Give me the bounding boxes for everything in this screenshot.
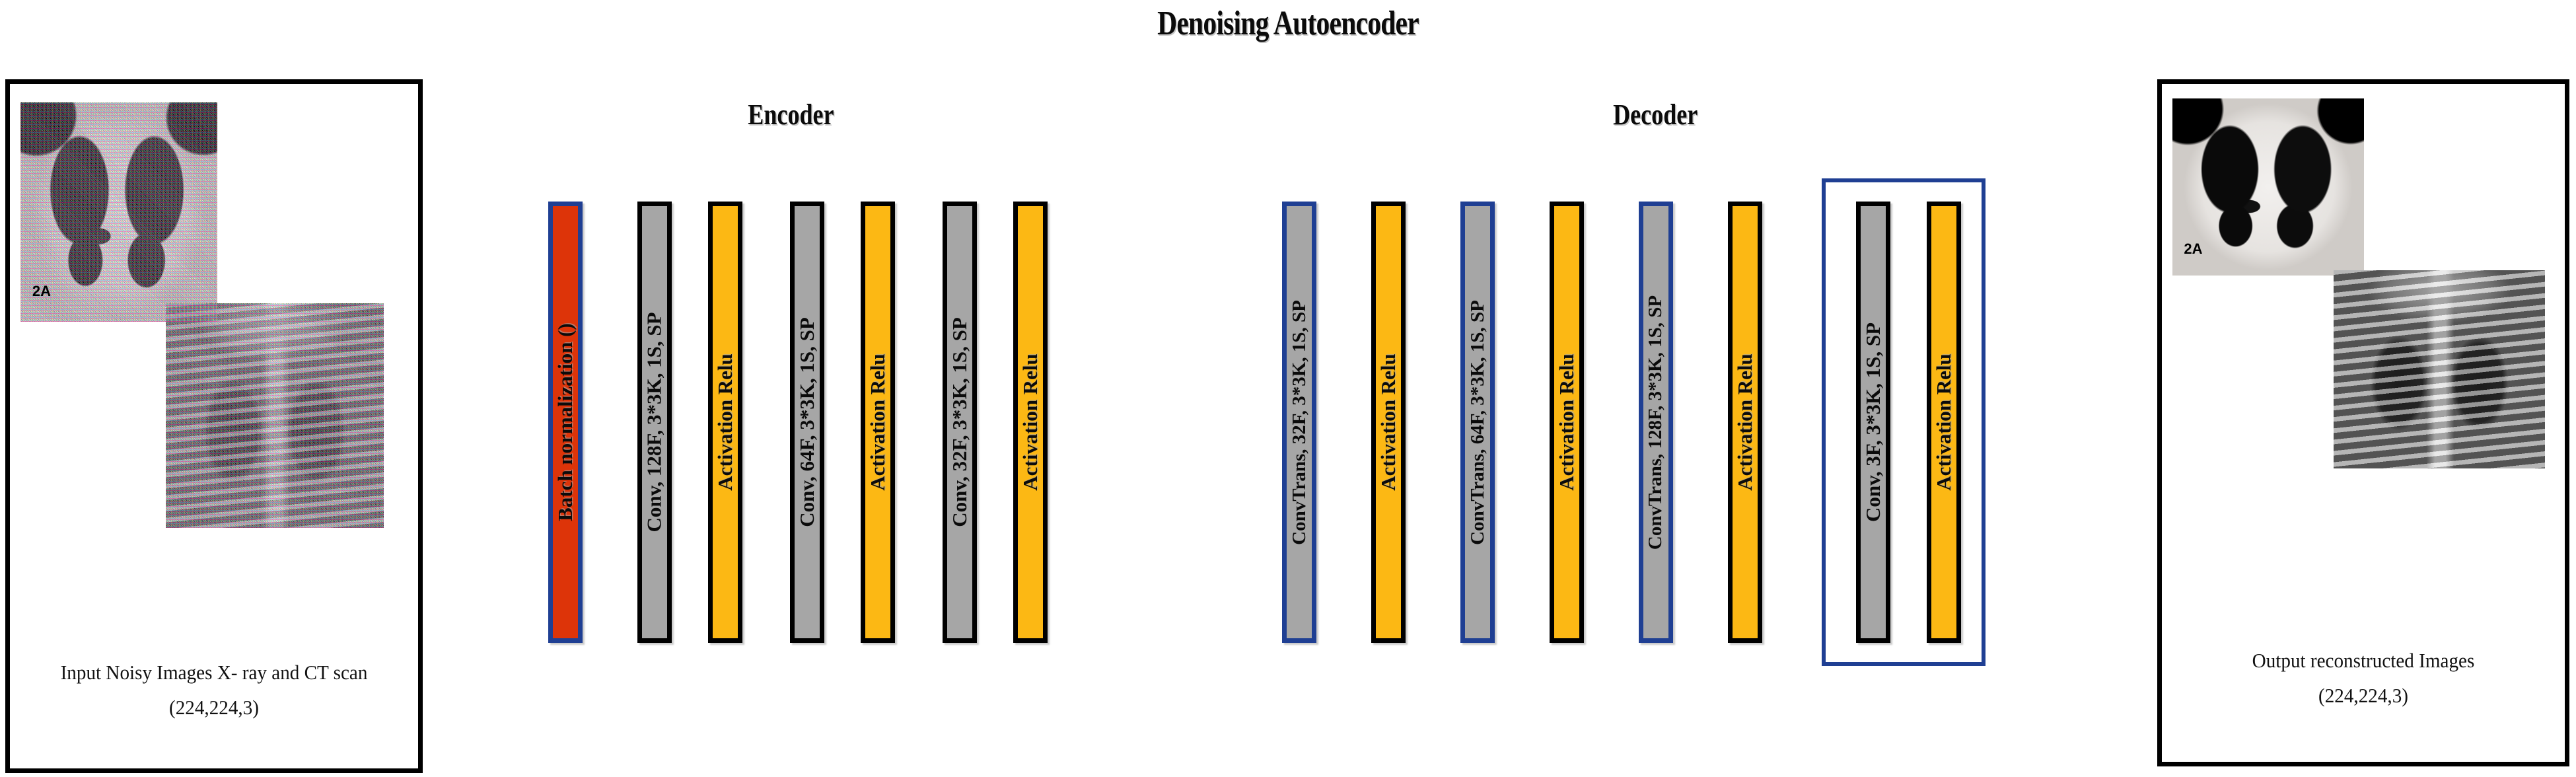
input-panel-caption: Input Noisy Images X- ray and CT scan (2… [22, 659, 406, 722]
layer-bar-convtrans-64f[interactable]: ConvTrans, 64F, 3*3K, 1S, SP [1460, 202, 1495, 643]
output-caption-line2: Images [2419, 649, 2475, 673]
output-dimensions: (224,224,3) [2318, 684, 2408, 708]
layer-bar-label-conv-64f: Conv, 64F, 3*3K, 1S, SP [795, 317, 819, 527]
layer-bar-label-convtrans-32f: ConvTrans, 32F, 3*3K, 1S, SP [1288, 299, 1310, 545]
layer-bar-label-activation-relu-4: Activation Relu [1377, 353, 1400, 491]
layer-bar-label-activation-relu-6: Activation Relu [1733, 353, 1757, 491]
layer-bar-label-activation-relu-3: Activation Relu [1019, 353, 1042, 491]
layer-bar-activation-relu-4[interactable]: Activation Relu [1371, 202, 1406, 643]
reconstructed-ct-scan-image: 2A [2172, 98, 2364, 276]
noisy-chest-xray-image [166, 303, 384, 528]
layer-bar-conv-32f[interactable]: Conv, 32F, 3*3K, 1S, SP [943, 202, 977, 643]
output-block-group-outline [1822, 178, 1986, 666]
layer-bar-label-conv-32f: Conv, 32F, 3*3K, 1S, SP [948, 317, 972, 527]
layer-bar-label-activation-relu-5: Activation Relu [1555, 353, 1579, 491]
noisy-ct-scan-image: 2A [20, 102, 217, 322]
layer-bar-activation-relu-6[interactable]: Activation Relu [1728, 202, 1762, 643]
layer-bar-convtrans-32f[interactable]: ConvTrans, 32F, 3*3K, 1S, SP [1282, 202, 1316, 643]
layer-bar-conv-64f[interactable]: Conv, 64F, 3*3K, 1S, SP [790, 202, 824, 643]
page-title: Denoising Autoencoder [1157, 5, 1419, 42]
output-caption-line1: Output reconstructed [2252, 649, 2414, 673]
layer-bar-label-conv-3f: Conv, 3F, 3*3K, 1S, SP [1861, 322, 1885, 523]
input-dimensions: (224,224,3) [169, 696, 259, 720]
layer-bar-label-activation-relu-1: Activation Relu [713, 353, 737, 491]
input-caption-line2: ray and CT scan [242, 661, 368, 684]
encoder-heading: Encoder [748, 98, 834, 131]
layer-bar-conv-128f[interactable]: Conv, 128F, 3*3K, 1S, SP [637, 202, 672, 643]
ct-scan-slice-label: 2A [32, 282, 51, 299]
output-panel: 2A Output reconstructed Images (224,224,… [2157, 79, 2569, 766]
layer-bar-activation-relu-1[interactable]: Activation Relu [708, 202, 742, 643]
ct-scan-slice-label-output: 2A [2184, 240, 2203, 258]
layer-bar-label-batch-normalization: Batch normalization () [554, 323, 577, 521]
layer-bar-activation-relu-7[interactable]: Activation Relu [1927, 202, 1961, 643]
layer-bar-label-conv-128f: Conv, 128F, 3*3K, 1S, SP [643, 312, 666, 533]
layer-bar-label-convtrans-64f: ConvTrans, 64F, 3*3K, 1S, SP [1466, 299, 1488, 545]
input-panel: 2A Input Noisy Images X- ray and CT scan… [5, 79, 423, 773]
input-caption-line1: Input Noisy Images X- [60, 661, 238, 684]
layer-bar-conv-3f[interactable]: Conv, 3F, 3*3K, 1S, SP [1856, 202, 1890, 643]
output-panel-caption: Output reconstructed Images (224,224,3) [2174, 647, 2552, 710]
layer-bar-label-convtrans-128f: ConvTrans, 128F, 3*3K, 1S, SP [1645, 295, 1666, 550]
layer-bar-label-activation-relu-7: Activation Relu [1932, 353, 1956, 491]
decoder-heading: Decoder [1613, 98, 1698, 131]
layer-bar-activation-relu-2[interactable]: Activation Relu [861, 202, 895, 643]
layer-bar-convtrans-128f[interactable]: ConvTrans, 128F, 3*3K, 1S, SP [1639, 202, 1673, 643]
layer-bar-activation-relu-5[interactable]: Activation Relu [1550, 202, 1584, 643]
layer-bar-batch-normalization[interactable]: Batch normalization () [548, 202, 583, 643]
reconstructed-chest-xray-image [2334, 270, 2545, 468]
layer-bar-activation-relu-3[interactable]: Activation Relu [1013, 202, 1048, 643]
layer-bar-label-activation-relu-2: Activation Relu [866, 353, 890, 491]
